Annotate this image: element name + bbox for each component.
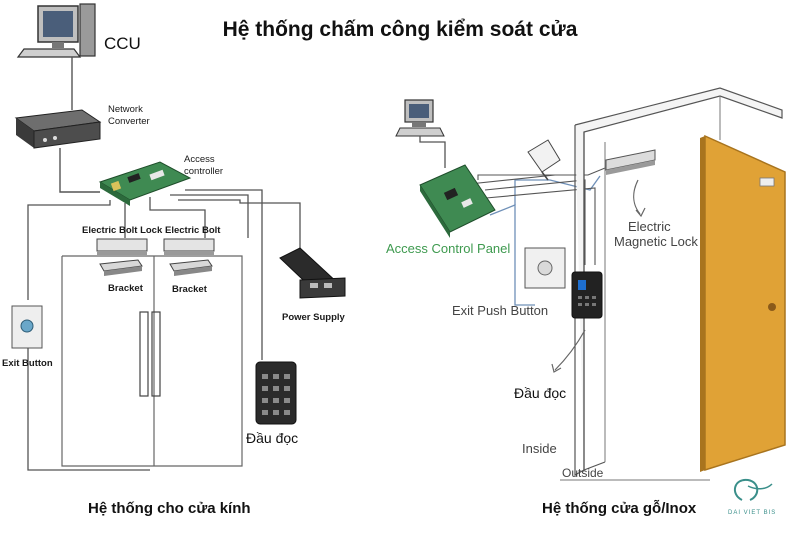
bolt-lock-icon <box>163 238 215 255</box>
left-system-caption: Hệ thống cho cửa kính <box>88 500 251 517</box>
glass-double-door <box>61 255 243 467</box>
reader-label-left: Đầu đọc <box>246 430 299 446</box>
access-controller-label-line1: Access <box>184 154 215 165</box>
keypad-reader-icon <box>571 271 603 319</box>
electric-magnetic-lock-label-line1: Electric <box>628 219 671 234</box>
computer-icon <box>16 3 96 58</box>
controller-board-icon <box>98 161 192 206</box>
bracket-icon <box>99 259 143 276</box>
power-supply-icon <box>279 247 346 299</box>
network-converter-label-line1: Network <box>108 104 143 115</box>
exit-button-icon <box>11 305 43 349</box>
bracket-icon <box>169 259 213 276</box>
bracket-label-right: Bracket <box>172 284 207 295</box>
ccu-label: CCU <box>104 34 141 53</box>
reader-label-right: Đầu đọc <box>514 385 567 401</box>
bracket-label-left: Bracket <box>108 283 143 294</box>
exit-push-button-label: Exit Push Button <box>452 303 549 318</box>
page-title: Hệ thống chấm công kiểm soát cửa <box>222 18 578 41</box>
access-control-panel-label: Access Control Panel <box>386 241 511 256</box>
network-converter-icon <box>14 109 102 149</box>
outside-label: Outside <box>562 466 604 480</box>
power-supply-label: Power Supply <box>282 312 345 323</box>
inside-label: Inside <box>522 441 557 456</box>
bolt-lock-icon <box>96 238 148 255</box>
electric-bolt-lock-label: Electric Bolt Lock <box>82 225 163 236</box>
controller-board-icon <box>419 164 496 238</box>
computer-icon <box>395 99 445 137</box>
magnetic-lock-icon <box>605 149 656 218</box>
electric-bolt-label: Electric Bolt <box>165 225 221 236</box>
power-plug-icon <box>527 139 561 181</box>
right-system-caption: Hệ thống cửa gỗ/Inox <box>542 500 697 517</box>
access-controller-label-line2: controller <box>184 166 224 177</box>
network-converter-label-line2: Converter <box>108 116 150 127</box>
brand-logo-icon <box>733 478 773 501</box>
keypad-reader-icon <box>255 361 297 425</box>
brand-name: DAI VIET BIS <box>728 510 777 516</box>
wooden-door-icon <box>700 134 786 472</box>
electric-magnetic-lock-label-line2: Magnetic Lock <box>614 234 698 249</box>
exit-push-button-icon <box>524 247 566 289</box>
exit-button-label: Exit Button <box>2 358 53 369</box>
